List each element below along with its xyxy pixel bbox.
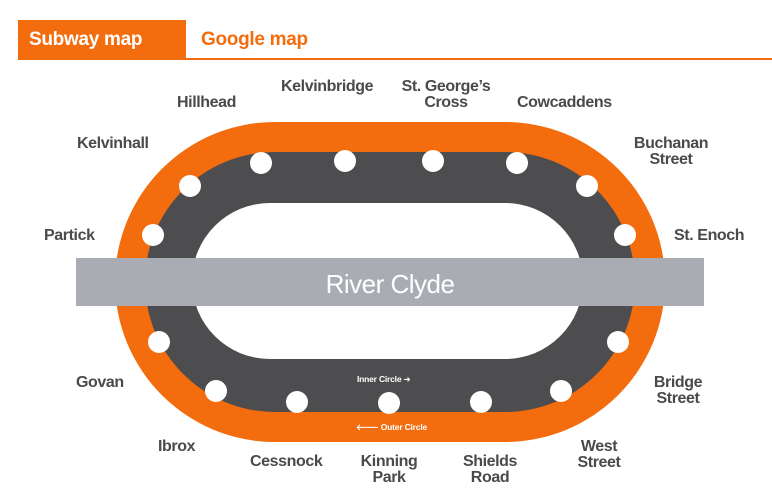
river-clyde-label: River Clyde <box>325 269 455 299</box>
station-dot-kinning-park[interactable] <box>378 392 400 414</box>
station-label-line: Street <box>577 454 621 471</box>
station-dot-govan[interactable] <box>148 331 170 353</box>
tab-subway-map[interactable]: Subway map <box>18 20 186 58</box>
station-label-line: Park <box>372 469 406 486</box>
outer-circle-label: 🡐 Outer Circle <box>356 422 428 432</box>
station-label-line: Buchanan <box>633 135 709 152</box>
station-label-line: West <box>580 438 618 455</box>
station-label-bridge-street[interactable]: Bridge Street <box>648 375 708 407</box>
station-dot-kelvinbridge[interactable] <box>334 150 356 172</box>
station-label-cowcaddens[interactable]: Cowcaddens <box>517 94 612 111</box>
tab-google-map[interactable]: Google map <box>201 29 308 50</box>
station-label-line: Street <box>656 390 700 407</box>
station-label-govan[interactable]: Govan <box>76 374 124 391</box>
river-across-island <box>190 258 590 306</box>
station-dot-west-street[interactable] <box>550 380 572 402</box>
station-label-kinning-park[interactable]: Kinning Park <box>356 454 422 486</box>
station-label-ibrox[interactable]: Ibrox <box>158 438 196 455</box>
station-label-st-georges-cross[interactable]: St. George’s Cross <box>394 79 498 111</box>
station-label-line: Street <box>649 151 693 168</box>
station-label-st-enoch[interactable]: St. Enoch <box>674 227 745 244</box>
station-label-shields-road[interactable]: Shields Road <box>455 454 525 486</box>
station-label-line: Bridge <box>653 374 703 391</box>
station-label-kelvinhall[interactable]: Kelvinhall <box>77 135 149 152</box>
station-dot-shields-road[interactable] <box>470 391 492 413</box>
station-label-partick[interactable]: Partick <box>44 227 95 244</box>
station-label-line: Kinning <box>360 453 418 470</box>
station-label-line: St. George’s <box>401 78 491 95</box>
station-dot-st-enoch[interactable] <box>614 224 636 246</box>
station-dot-ibrox[interactable] <box>205 380 227 402</box>
station-dot-bridge-street[interactable] <box>607 331 629 353</box>
station-label-hillhead[interactable]: Hillhead <box>177 94 237 111</box>
map-tabs: Subway map Google map <box>18 20 772 60</box>
station-label-kelvinbridge[interactable]: Kelvinbridge <box>281 78 374 95</box>
station-dot-cessnock[interactable] <box>286 391 308 413</box>
station-label-cessnock[interactable]: Cessnock <box>250 453 323 470</box>
station-dot-hillhead[interactable] <box>250 152 272 174</box>
station-label-west-street[interactable]: West Street <box>571 439 627 471</box>
station-dot-buchanan-street[interactable] <box>576 175 598 197</box>
inner-circle-label: Inner Circle ➜ <box>357 374 411 384</box>
station-label-line: Cross <box>424 94 468 111</box>
station-label-buchanan-street[interactable]: Buchanan Street <box>628 136 714 168</box>
station-dots <box>142 150 636 414</box>
station-dot-kelvinhall[interactable] <box>179 175 201 197</box>
station-label-line: Road <box>470 469 510 486</box>
station-dot-cowcaddens[interactable] <box>506 152 528 174</box>
station-label-line: Shields <box>462 453 518 470</box>
station-dot-st-georges-cross[interactable] <box>422 150 444 172</box>
station-dot-partick[interactable] <box>142 224 164 246</box>
